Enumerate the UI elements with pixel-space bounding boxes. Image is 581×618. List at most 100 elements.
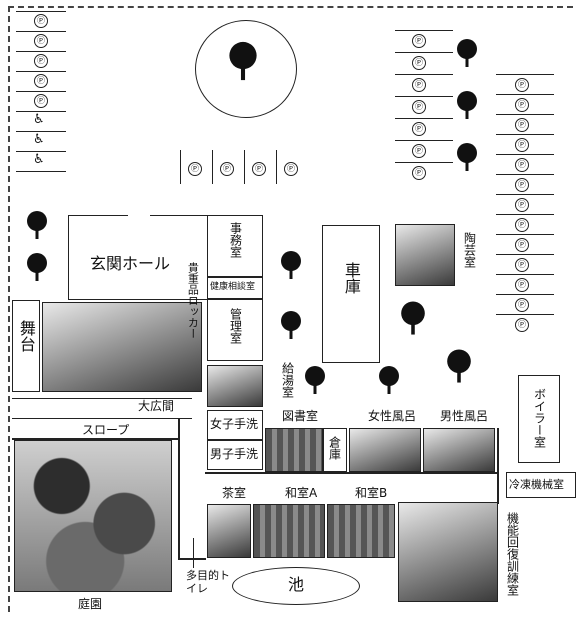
manager-room (207, 299, 263, 361)
health-label: 健康相談室 (210, 282, 256, 292)
slope-line (12, 418, 192, 419)
pond-shape (232, 567, 360, 605)
tree-icon (26, 210, 48, 240)
men-toilet-room (207, 440, 263, 470)
garden-label: 庭園 (78, 597, 103, 611)
parking-icon: Ⓟ (515, 278, 529, 292)
parking-icon: Ⓟ (412, 78, 426, 92)
parking-line (496, 254, 554, 255)
pottery-photo (395, 224, 455, 286)
parking-line (395, 118, 453, 119)
boiler-label: ボイラー室 (532, 388, 547, 448)
women-bath-photo (349, 428, 421, 472)
tree-icon (446, 348, 472, 384)
parking-icon: Ⓟ (34, 34, 48, 48)
tamokuteki-label: 多目的トイレ (186, 569, 230, 595)
kyuto-photo (207, 365, 263, 407)
hiroma-label: 大広間 (138, 399, 175, 413)
parking-line (496, 174, 554, 175)
parking-line (16, 71, 66, 72)
parking-icon: Ⓟ (412, 166, 426, 180)
parking-line (496, 154, 554, 155)
men-toilet-label: 男子手洗 (210, 447, 259, 461)
washitsu-b-photo (327, 504, 395, 558)
parking-line (496, 194, 554, 195)
health-room (207, 277, 263, 299)
parking-line (496, 234, 554, 235)
parking-line (395, 96, 453, 97)
pottery-label: 陶芸室 (462, 232, 477, 268)
kyuto-label: 給湯室 (280, 362, 295, 398)
parking-icon: Ⓟ (412, 122, 426, 136)
parking-line (496, 314, 554, 315)
men-bath-label: 男性風呂 (440, 409, 489, 423)
parking-icon: Ⓟ (515, 158, 529, 172)
tree-icon (378, 365, 400, 395)
parking-line (395, 30, 453, 31)
parking-icon: Ⓟ (515, 298, 529, 312)
parking-icon: Ⓟ (220, 162, 234, 176)
wall-line (12, 438, 178, 440)
garage-room (322, 225, 380, 363)
parking-icon: Ⓟ (515, 118, 529, 132)
office-room (207, 215, 263, 277)
storage-label: 倉庫 (327, 436, 342, 460)
library-label: 図書室 (282, 409, 319, 423)
parking-line (180, 150, 181, 184)
parking-icon: Ⓟ (412, 34, 426, 48)
slope-label: スロープ (82, 423, 130, 437)
freezer-label: 冷凍機械室 (509, 478, 564, 491)
parking-line (16, 91, 66, 92)
parking-icon: Ⓟ (34, 74, 48, 88)
parking-icon: Ⓟ (284, 162, 298, 176)
storage-room (323, 428, 347, 472)
parking-icon: Ⓟ (412, 56, 426, 70)
wall-line (497, 428, 499, 504)
parking-line (244, 150, 245, 184)
parking-line (16, 171, 66, 172)
kinou-label: 機能回復訓練室 (505, 512, 520, 596)
parking-icon: Ⓟ (515, 198, 529, 212)
women-toilet-label: 女子手洗 (210, 417, 259, 431)
parking-icon: Ⓟ (34, 54, 48, 68)
parking-line (16, 151, 66, 152)
parking-icon: Ⓟ (515, 98, 529, 112)
parking-icon: Ⓟ (515, 258, 529, 272)
parking-line (395, 162, 453, 163)
stage-label: 舞台 (16, 320, 36, 352)
chashitsu-label: 茶室 (222, 486, 247, 500)
parking-icon: Ⓟ (515, 78, 529, 92)
parking-line (16, 31, 66, 32)
garage-label: 車庫 (341, 262, 361, 294)
parking-line (496, 214, 554, 215)
tamokuteki-text: 多目的トイレ (186, 569, 230, 595)
tree-icon (228, 40, 258, 82)
parking-icon: Ⓟ (252, 162, 266, 176)
tree-icon (26, 252, 48, 282)
parking-icon: Ⓟ (515, 218, 529, 232)
tree-icon (280, 310, 302, 340)
entrance-opening-line (150, 215, 208, 216)
parking-line (496, 274, 554, 275)
parking-line (16, 11, 66, 12)
tree-icon (456, 142, 478, 172)
tree-icon (456, 90, 478, 120)
men-bath-photo (423, 428, 495, 472)
parking-icon: Ⓟ (515, 318, 529, 332)
parking-icon: Ⓟ (34, 14, 48, 28)
parking-line (496, 294, 554, 295)
parking-line (16, 51, 66, 52)
pond-label: 池 (288, 575, 305, 594)
garden-photo (14, 440, 172, 592)
parking-icon: Ⓟ (515, 238, 529, 252)
parking-line (496, 114, 554, 115)
circular-planter (195, 20, 297, 118)
kinou-photo (398, 502, 498, 602)
hiroma-photo (42, 302, 202, 392)
parking-line (395, 140, 453, 141)
boiler-room (518, 375, 560, 463)
washitsu-a-label: 和室A (285, 486, 318, 500)
parking-icon: Ⓟ (412, 144, 426, 158)
accessible-parking-icon: ♿ (33, 132, 45, 147)
manager-label: 管理室 (228, 308, 243, 344)
